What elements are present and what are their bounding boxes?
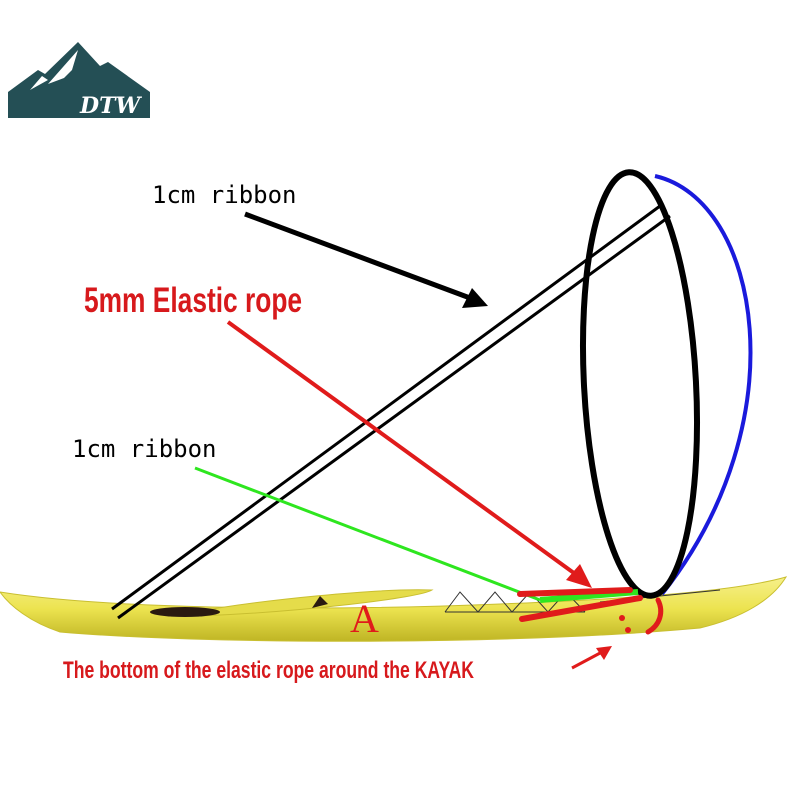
ribbon-line [117, 214, 671, 620]
ribbon-pointer-arrow [244, 211, 488, 308]
ribbon-top-label: 1cm ribbon [152, 181, 297, 209]
kayak-marker-a: A [350, 596, 379, 641]
cockpit-hole [150, 607, 220, 617]
logo-text: DTW [79, 93, 142, 119]
green-ribbon [194, 466, 639, 603]
ribbon-mid-label: 1cm ribbon [72, 435, 217, 463]
kayak [0, 576, 788, 642]
bottom-caption: The bottom of the elastic rope around th… [63, 657, 475, 683]
dtw-logo: DTW [8, 42, 150, 119]
ribbon-line [111, 204, 661, 611]
blue-rope [654, 174, 753, 596]
elastic-rope-strokes [517, 587, 664, 635]
hoop [579, 169, 701, 599]
elastic-pointer-arrow [226, 320, 592, 588]
caption-arrow [571, 646, 612, 670]
elastic-rope-label: 5mm Elastic rope [84, 280, 302, 320]
